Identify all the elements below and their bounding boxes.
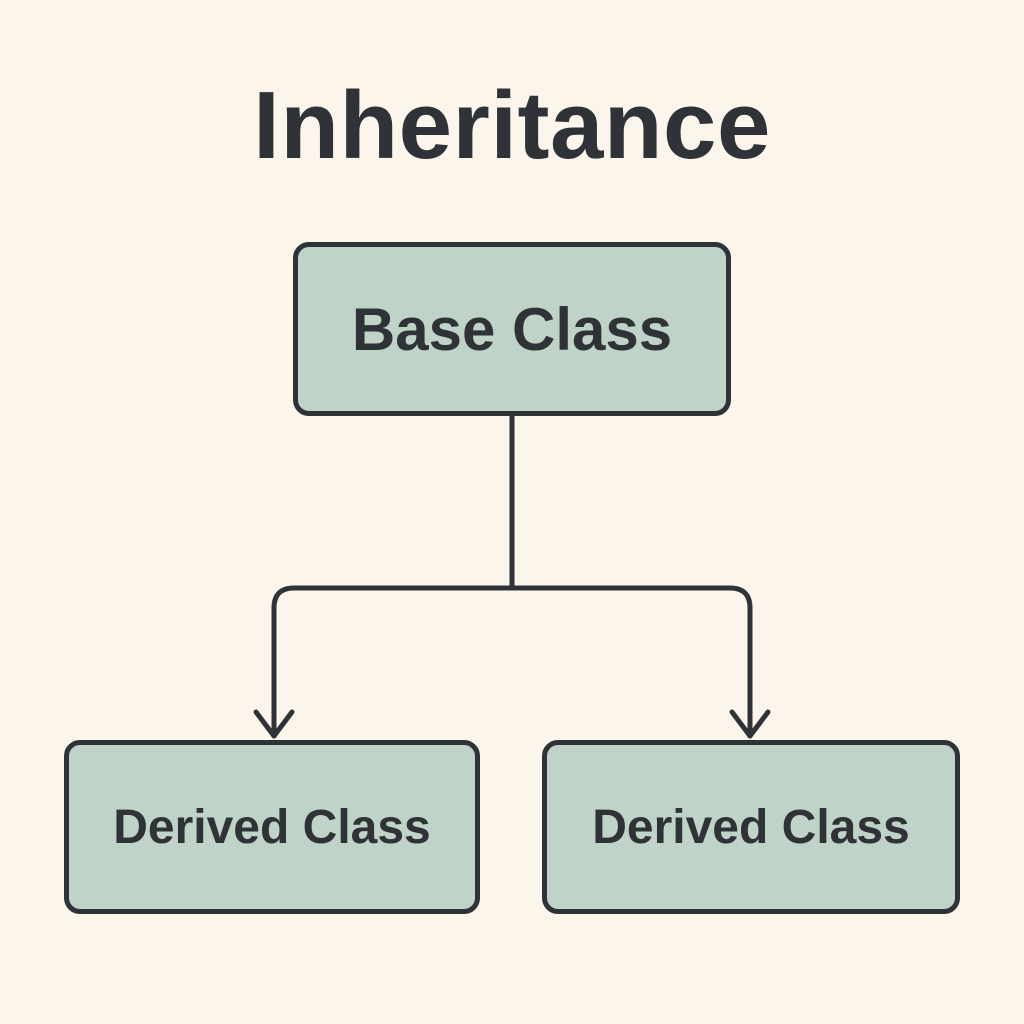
derived-class-node-right: Derived Class xyxy=(542,740,960,914)
diagram-title: Inheritance xyxy=(253,72,771,179)
base-class-label: Base Class xyxy=(351,295,673,363)
derived-class-label-right: Derived Class xyxy=(592,800,910,854)
base-class-node: Base Class xyxy=(293,242,731,416)
derived-class-label-left: Derived Class xyxy=(113,800,431,854)
branch-line-left xyxy=(271,585,515,739)
arrowhead-left-icon xyxy=(253,709,295,739)
branch-line-right xyxy=(509,585,753,739)
derived-class-node-left: Derived Class xyxy=(64,740,480,914)
arrowhead-right-icon xyxy=(729,709,771,739)
